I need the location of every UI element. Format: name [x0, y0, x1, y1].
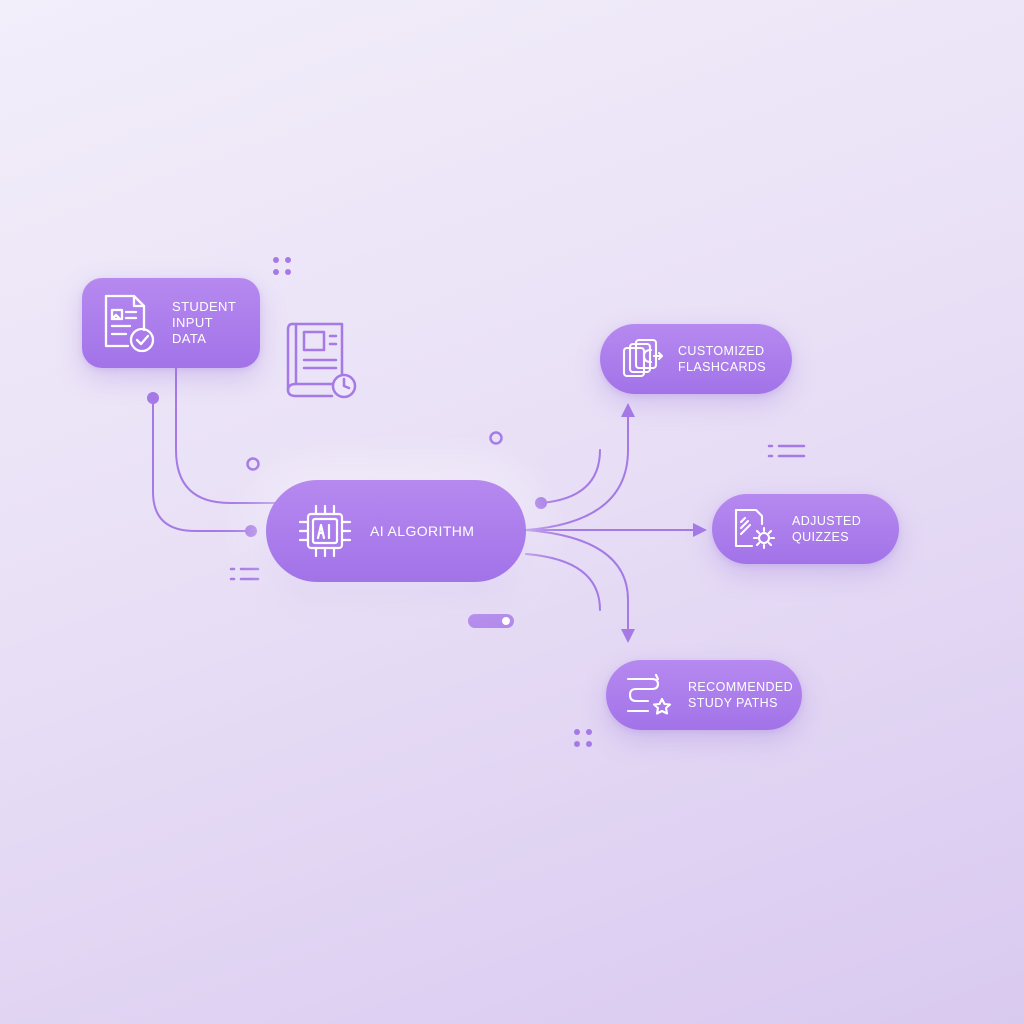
ring-icon	[246, 457, 260, 471]
lines-icon	[767, 444, 806, 458]
path-star-icon	[622, 669, 674, 721]
adjusted-quizzes-node[interactable]: ADJUSTED QUIZZES	[712, 494, 899, 564]
toggle-pill-icon	[468, 614, 514, 628]
adjusted-quizzes-label: ADJUSTED QUIZZES	[792, 514, 862, 544]
connector-student-ai-outer	[152, 397, 252, 532]
recommended-study-paths-node[interactable]: RECOMMENDED STUDY PATHS	[606, 660, 802, 730]
dots-grid-icon	[574, 729, 592, 747]
connector-ai-flashcards	[525, 403, 635, 531]
ai-algorithm-node[interactable]: AI ALGORITHM	[266, 480, 526, 582]
ai-algorithm-label: AI ALGORITHM	[370, 523, 475, 539]
student-input-data-node[interactable]: STUDENT INPUT DATA	[82, 278, 260, 368]
dots-grid-icon	[273, 257, 291, 275]
connector-ai-paths	[525, 529, 635, 643]
student-input-data-label: STUDENT INPUT DATA	[172, 299, 237, 346]
ring-icon	[489, 431, 503, 445]
connector-student-ai-inner	[175, 367, 291, 504]
document-check-icon	[100, 292, 160, 354]
connector-ai-paths-branch	[525, 553, 601, 611]
connector-dot-ai-output	[535, 497, 547, 509]
book-clock-icon	[286, 322, 357, 399]
connector-ai-flashcards-branch	[540, 449, 601, 504]
recommended-study-paths-label: RECOMMENDED STUDY PATHS	[688, 680, 794, 710]
flashcards-icon	[620, 336, 666, 382]
connector-dot-ai-input	[245, 525, 257, 537]
customized-flashcards-node[interactable]: CUSTOMIZED FLASHCARDS	[600, 324, 792, 394]
connector-dot-start	[147, 392, 159, 404]
lines-icon	[229, 567, 260, 581]
ai-chip-icon	[296, 502, 354, 560]
quiz-gear-icon	[732, 506, 778, 552]
customized-flashcards-label: CUSTOMIZED FLASHCARDS	[678, 344, 767, 374]
